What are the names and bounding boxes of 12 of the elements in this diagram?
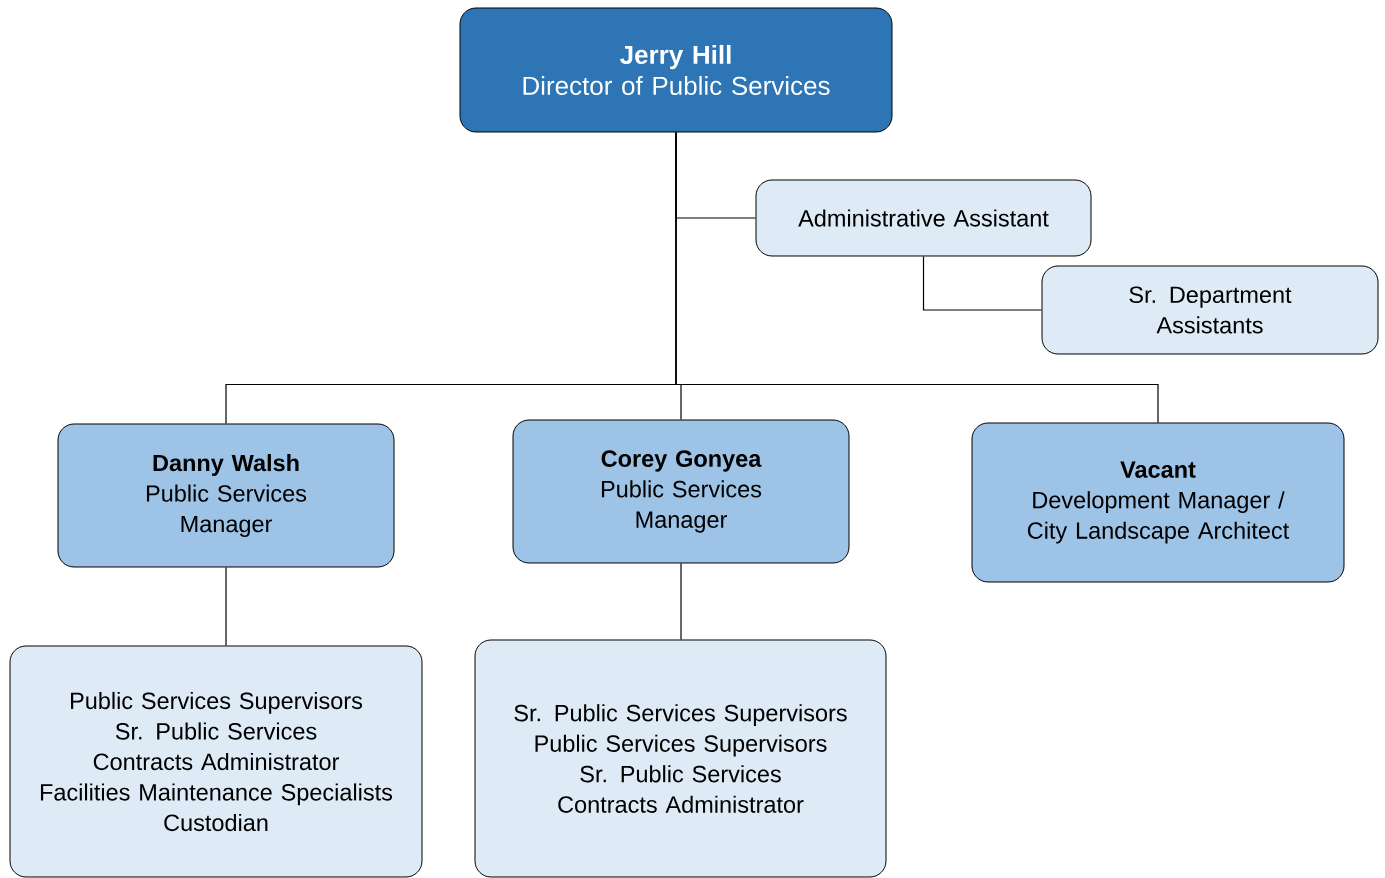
- connector-line: [675, 131, 1159, 424]
- connector-line: [225, 566, 227, 647]
- connector-line: [680, 562, 682, 641]
- connector-line: [922, 255, 1043, 311]
- manager-box: Vacant Development Manager / City Landscape Architect: [971, 422, 1345, 583]
- manager-box: Danny Walsh Public Services Manager: [57, 423, 395, 568]
- position-box: Administrative Assistant: [755, 179, 1092, 257]
- position-box: Sr. Department Assistants: [1041, 265, 1379, 355]
- staff-box: Public Services Supervisors Sr. Public Services Contracts Administrator Facilities Maintenance Specialists Custodian: [9, 645, 423, 878]
- staff-box: Sr. Public Services Supervisors Public Services Supervisors Sr. Public Services Contracts Administrator: [474, 639, 887, 878]
- director-box: Jerry Hill Director of Public Services: [459, 7, 893, 133]
- manager-box: Corey Gonyea Public Services Manager: [512, 419, 850, 564]
